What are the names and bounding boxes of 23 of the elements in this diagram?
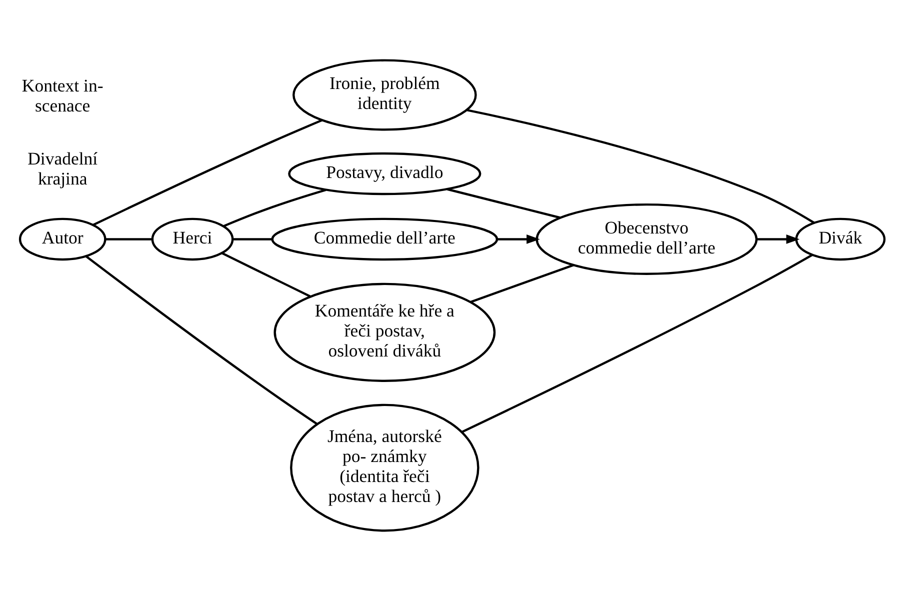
node-ellipse: Divák (795, 218, 886, 261)
connector (85, 255, 318, 425)
connector (222, 252, 311, 298)
arrow (497, 234, 540, 244)
label: Kontext in- scenace (22, 75, 104, 116)
node-ellipse: Autor (18, 218, 106, 261)
connector (466, 109, 815, 224)
connector (461, 254, 813, 434)
node-ellipse: Ironie, problém identity (292, 59, 477, 131)
connector (447, 188, 561, 219)
arrow (756, 234, 800, 244)
connector (92, 119, 323, 226)
connector (223, 188, 326, 228)
connector (232, 238, 272, 240)
connector (105, 238, 152, 240)
node-ellipse: Obecenstvo commedie dell’arte (536, 203, 758, 275)
node-ellipse: Commedie dell’arte (271, 218, 498, 261)
node-ellipse: Jména, autorské po- známky (identita řeči postav a herců ) (290, 404, 480, 532)
node-ellipse: Herci (151, 218, 234, 261)
label: Divadelní krajina (28, 148, 98, 189)
node-ellipse: Komentáře ke hře a řeči postav, oslovení diváků (274, 282, 496, 382)
node-ellipse: Postavy, divadlo (288, 152, 482, 196)
connector (470, 264, 574, 304)
